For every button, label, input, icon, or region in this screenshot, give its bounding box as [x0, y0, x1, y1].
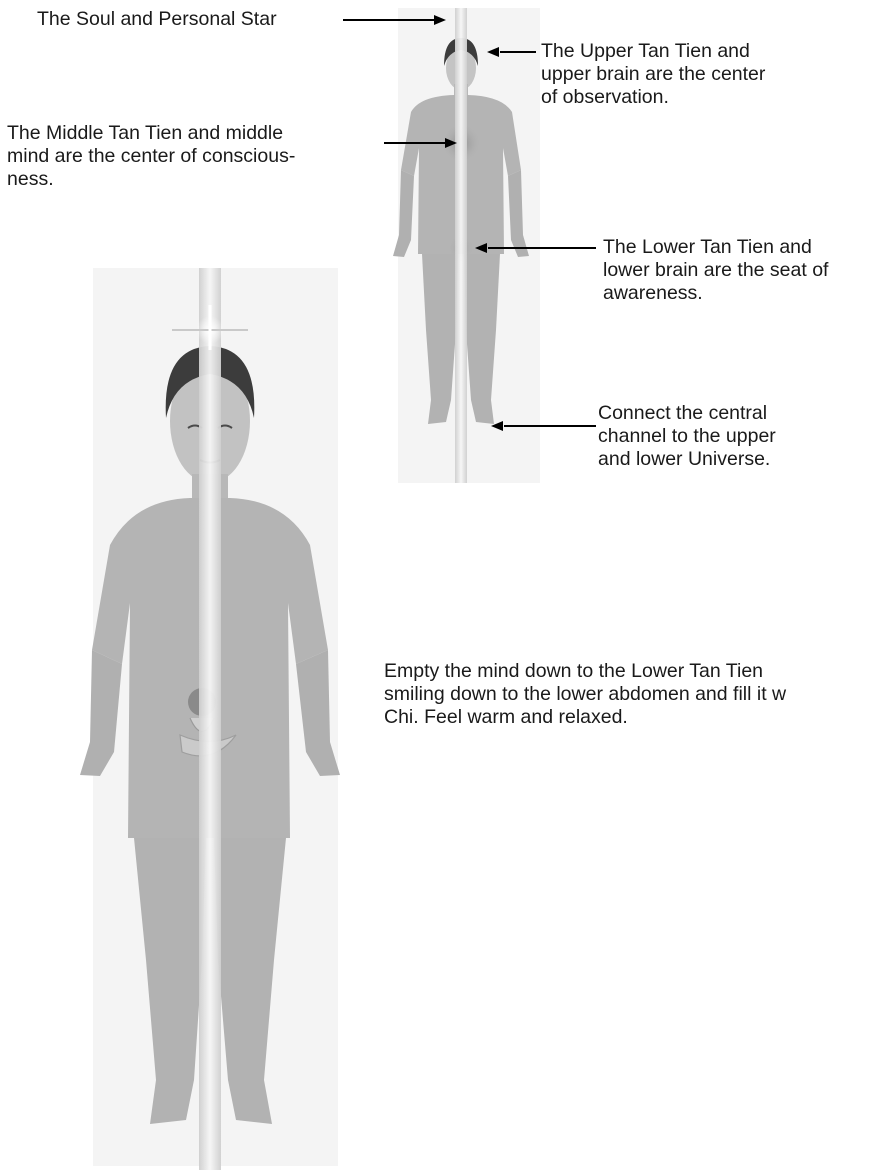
- label-line: lower brain are the seat of: [603, 259, 891, 282]
- caption-line: Empty the mind down to the Lower Tan Tie…: [384, 660, 891, 683]
- label-upper-tan-tien: The Upper Tan Tien and upper brain are t…: [541, 40, 833, 109]
- label-line: The Lower Tan Tien and: [603, 236, 891, 259]
- label-line: The Upper Tan Tien and: [541, 40, 833, 63]
- label-line: and lower Universe.: [598, 448, 832, 471]
- label-line: upper brain are the center: [541, 63, 833, 86]
- label-middle-tan-tien: The Middle Tan Tien and middle mind are …: [7, 122, 379, 191]
- caption-line: Chi. Feel warm and relaxed.: [384, 706, 891, 729]
- figure-large-icon: [80, 268, 340, 1170]
- label-soul-star: The Soul and Personal Star: [37, 8, 277, 31]
- label-lower-tan-tien: The Lower Tan Tien and lower brain are t…: [603, 236, 891, 305]
- label-line: Connect the central: [598, 402, 832, 425]
- label-line: The Middle Tan Tien and middle: [7, 122, 379, 145]
- label-central-channel: Connect the central channel to the upper…: [598, 402, 832, 471]
- figure-small-icon: [393, 8, 540, 483]
- caption-text: Empty the mind down to the Lower Tan Tie…: [384, 660, 891, 729]
- label-line: of observation.: [541, 86, 833, 109]
- label-line: awareness.: [603, 282, 891, 305]
- label-line: ness.: [7, 168, 379, 191]
- caption-line: smiling down to the lower abdomen and fi…: [384, 683, 891, 706]
- label-line: mind are the center of conscious-: [7, 145, 379, 168]
- label-line: channel to the upper: [598, 425, 832, 448]
